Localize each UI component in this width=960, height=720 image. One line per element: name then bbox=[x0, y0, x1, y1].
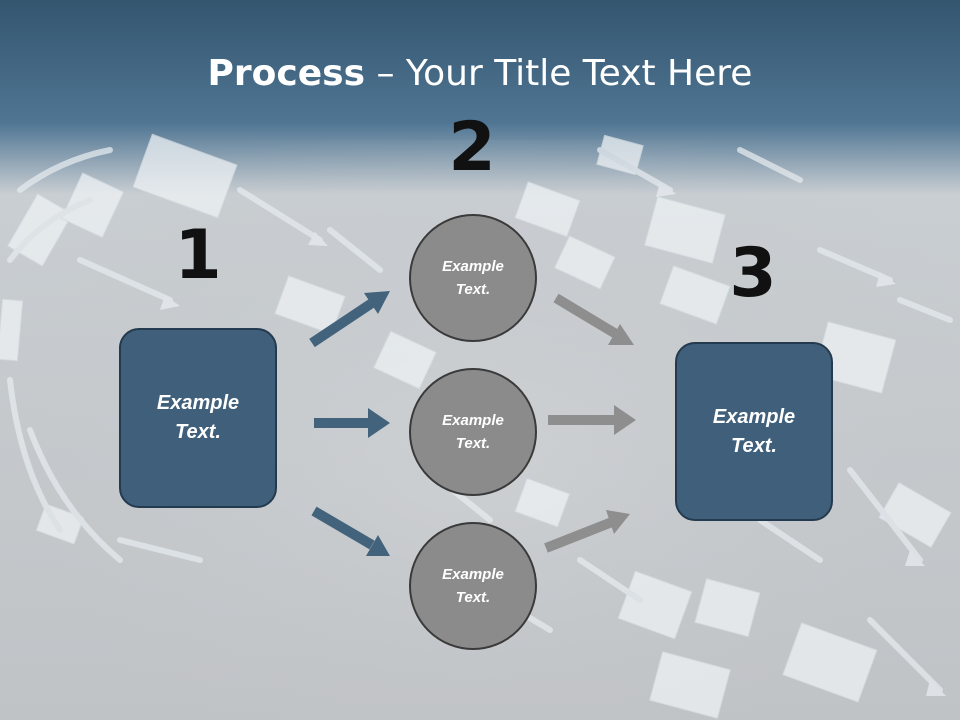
slide-title: Process – Your Title Text Here bbox=[0, 52, 960, 96]
step2-circle-bottom: Example Text. bbox=[409, 522, 537, 650]
arrow-box1-to-circle-top bbox=[309, 291, 390, 348]
arrow-box1-to-circle-middle bbox=[314, 408, 390, 438]
slide-title-bold: Process bbox=[207, 53, 366, 94]
step3-box: Example Text. bbox=[675, 342, 833, 521]
circle-top-line2: Text. bbox=[455, 281, 491, 298]
step-number-2: 2 bbox=[448, 108, 496, 187]
step1-box-line1: Example bbox=[156, 392, 240, 414]
step3-box-line2: Text. bbox=[731, 434, 777, 457]
paper-swirl-decoration bbox=[0, 133, 953, 719]
arrow-box1-to-circle-bottom bbox=[311, 506, 390, 556]
step2-circle-middle: Example Text. bbox=[409, 368, 537, 496]
circle-bottom-line2: Text. bbox=[455, 589, 491, 606]
circle-top-line1: Example bbox=[442, 258, 504, 275]
arrow-circle-top-to-box3 bbox=[553, 293, 634, 345]
slide-title-rest: – Your Title Text Here bbox=[365, 53, 753, 94]
step-number-1: 1 bbox=[174, 216, 222, 295]
circle-middle-line1: Example bbox=[442, 412, 504, 429]
circle-middle-line2: Text. bbox=[455, 435, 491, 452]
step1-box: Example Text. bbox=[119, 328, 277, 508]
arrow-circle-middle-to-box3 bbox=[548, 405, 636, 435]
arrow-circle-bottom-to-box3 bbox=[544, 510, 630, 553]
step2-circle-top: Example Text. bbox=[409, 214, 537, 342]
step-number-3: 3 bbox=[729, 234, 777, 313]
step1-box-line2: Text. bbox=[175, 421, 221, 443]
step3-box-line1: Example bbox=[712, 405, 796, 428]
circle-bottom-line1: Example bbox=[442, 566, 504, 583]
